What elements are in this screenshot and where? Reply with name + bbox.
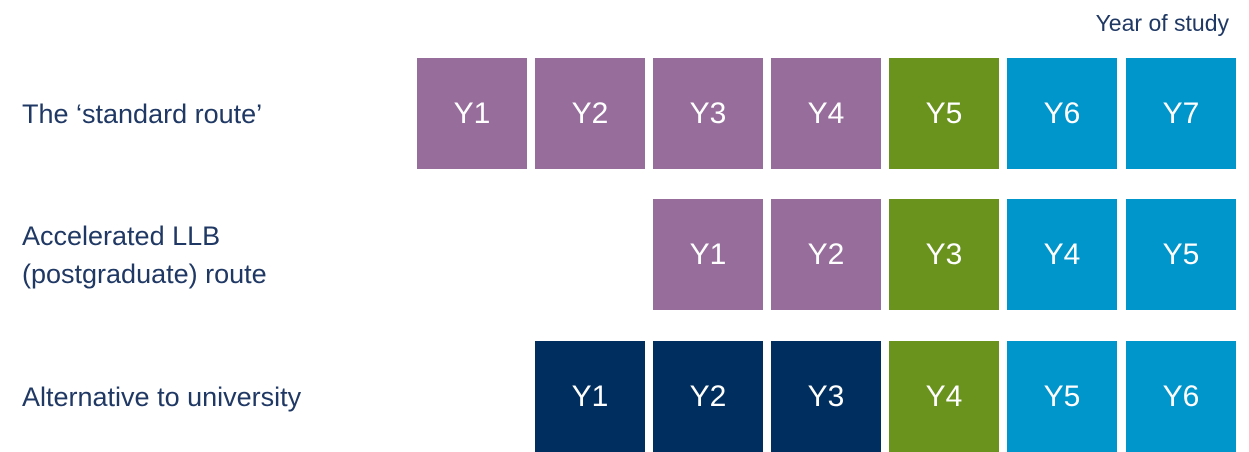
- year-box: Y3: [889, 199, 999, 310]
- year-box: Y2: [535, 58, 645, 169]
- year-box: Y4: [889, 341, 999, 452]
- year-box: Y7: [1126, 58, 1236, 169]
- year-box: Y2: [653, 341, 763, 452]
- route-label-accelerated: Accelerated LLB (postgraduate) route: [22, 220, 267, 289]
- route-row-alternative: Alternative to university Y1 Y2 Y3 Y4 Y5…: [0, 341, 1249, 452]
- route-row-accelerated: Accelerated LLB (postgraduate) route Y1 …: [0, 199, 1249, 310]
- year-box: Y5: [1007, 341, 1117, 452]
- route-row-standard: The ‘standard route’ Y1 Y2 Y3 Y4 Y5 Y6 Y…: [0, 58, 1249, 169]
- route-label-alternative: Alternative to university: [22, 381, 302, 412]
- year-box: Y4: [771, 58, 881, 169]
- year-box: Y5: [1126, 199, 1236, 310]
- year-box: Y1: [653, 199, 763, 310]
- year-box: Y4: [1007, 199, 1117, 310]
- year-of-study-header: Year of study: [1095, 10, 1229, 36]
- year-box: Y1: [417, 58, 527, 169]
- year-box: Y2: [771, 199, 881, 310]
- year-box: Y3: [771, 341, 881, 452]
- route-label-standard: The ‘standard route’: [22, 98, 263, 129]
- year-box: Y6: [1007, 58, 1117, 169]
- year-box: Y3: [653, 58, 763, 169]
- year-box: Y6: [1126, 341, 1236, 452]
- year-box: Y1: [535, 341, 645, 452]
- year-box: Y5: [889, 58, 999, 169]
